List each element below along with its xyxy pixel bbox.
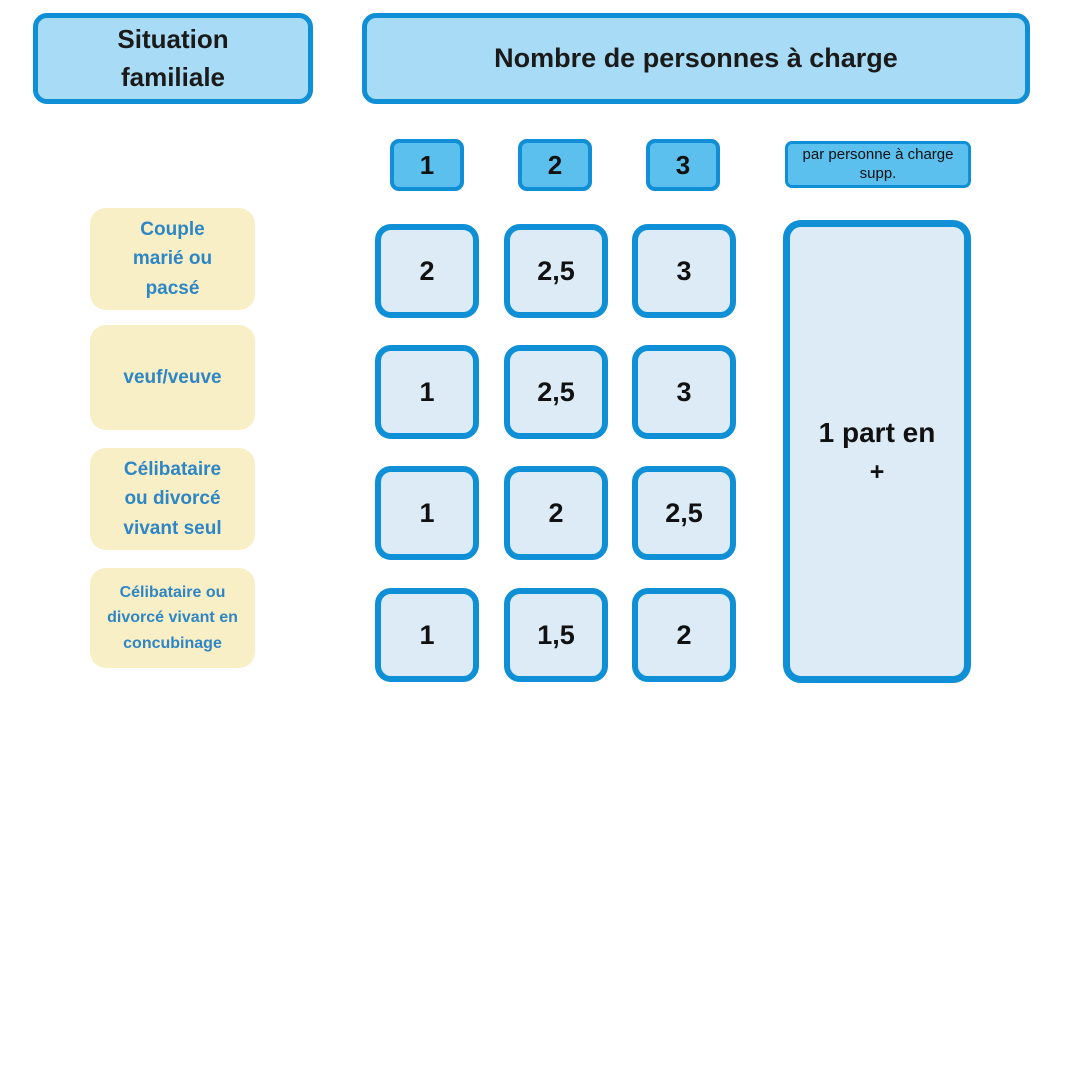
table-cell: 3 <box>632 345 736 439</box>
nombre-personnes-header: Nombre de personnes à charge <box>362 13 1030 104</box>
table-cell: 2 <box>632 588 736 682</box>
plus-sign: + <box>869 457 885 486</box>
situation-familiale-header: Situation familiale <box>33 13 313 104</box>
table-cell: 2 <box>504 466 608 560</box>
col-header-1: 1 <box>390 139 464 191</box>
extra-part-text: 1 part en <box>818 416 936 448</box>
row-label-celibataire-divorce-concubinage: Célibataire ou divorcé vivant en concubi… <box>90 568 255 668</box>
table-cell: 2,5 <box>504 224 608 318</box>
row-label-veuf-veuve: veuf/veuve <box>90 325 255 430</box>
col-header-3: 3 <box>646 139 720 191</box>
row-label-celibataire-divorce-seul: Célibataire ou divorcé vivant seul <box>90 448 255 550</box>
table-cell: 1 <box>375 345 479 439</box>
table-cell: 1 <box>375 588 479 682</box>
table-cell: 2 <box>375 224 479 318</box>
col-header-2: 2 <box>518 139 592 191</box>
row-label-couple-marie-pacse: Couple marié ou pacsé <box>90 208 255 310</box>
table-cell: 1 <box>375 466 479 560</box>
table-cell: 2,5 <box>632 466 736 560</box>
col-header-extra-person: par personne à charge supp. <box>785 141 971 188</box>
extra-part-merged-cell: 1 part en + <box>783 220 971 683</box>
table-cell: 3 <box>632 224 736 318</box>
table-cell: 1,5 <box>504 588 608 682</box>
table-cell: 2,5 <box>504 345 608 439</box>
